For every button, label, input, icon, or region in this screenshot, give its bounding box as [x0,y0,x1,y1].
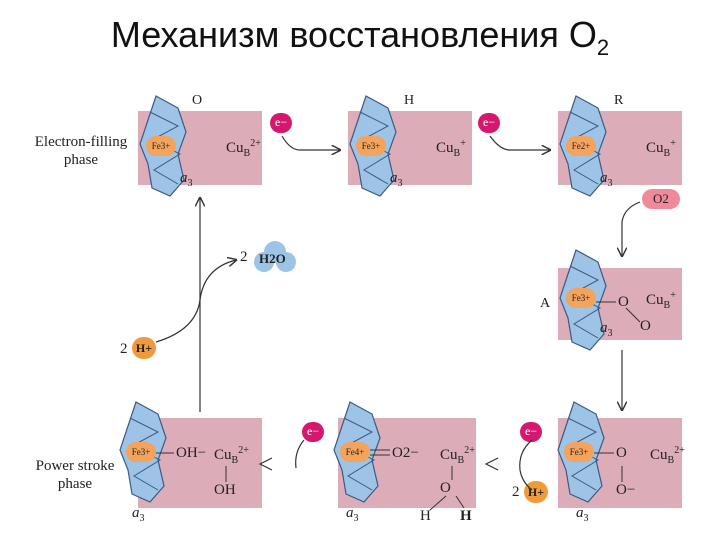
water-coefficient: 2 [240,249,248,265]
state-label-a: A [540,296,551,311]
ligand-o-a1: O [618,294,629,310]
state-label-o: O [192,93,203,108]
cub-label-h: CuB+ [436,138,466,159]
cub-label-p2: CuB2+ [440,445,475,466]
a3-label-h: a3 [390,170,403,189]
iron-center-o: Fe3+ [146,136,176,156]
cub-label-o: CuB2+ [226,138,261,159]
ligand-oh-minus-p1: OH− [176,445,207,461]
cub-label-p1: CuB2+ [214,445,249,466]
oxygen-chip: O2 [642,189,680,209]
proton-coefficient-1: 2 [120,341,128,357]
electron-chip-1: e− [270,113,292,133]
a3-label-a: a3 [600,320,613,339]
ligand-h-p2a: H [420,508,431,524]
ligand-oh-p1: OH [214,482,236,498]
electron-chip-4: e− [520,422,542,442]
slide-title: Механизм восстановления O2 [110,14,610,61]
state-label-h: H [404,93,415,108]
cub-label-a: CuB+ [646,290,676,311]
proton-chip-1: H+ [132,337,156,359]
ligand-o2minus-p2: O2− [392,445,419,461]
iron-center-p3: Fe3+ [564,442,594,462]
ligand-o-a2: O [640,318,651,334]
iron-center-p2: Fe4+ [340,442,370,462]
a3-label-p1: a3 [132,505,145,524]
iron-center-h: Fe3+ [356,136,386,156]
water-molecule-icon [254,241,296,272]
a3-label-p2: a3 [346,505,359,524]
iron-center-r: Fe2+ [566,136,596,156]
ligand-o-p3: O [616,445,627,461]
a3-label-r: a3 [600,170,613,189]
a3-label-o: a3 [180,170,193,189]
electron-chip-2: e− [478,113,500,133]
iron-center-p1: Fe3+ [126,442,156,462]
electron-chip-3: e− [302,422,324,442]
ligand-ominus-p3: O− [616,482,636,498]
water-label: H2O [259,251,286,266]
ligand-o-p2: O [440,480,451,496]
proton-chip-2: H+ [524,481,548,503]
ligand-h-p2b: H [460,508,472,524]
a3-label-p3: a3 [576,505,589,524]
cub-label-p3: CuB2+ [650,445,685,466]
iron-center-a: Fe3+ [566,288,596,308]
state-label-r: R [614,93,624,108]
cub-label-r: CuB+ [646,138,676,159]
proton-coefficient-2: 2 [512,484,520,500]
